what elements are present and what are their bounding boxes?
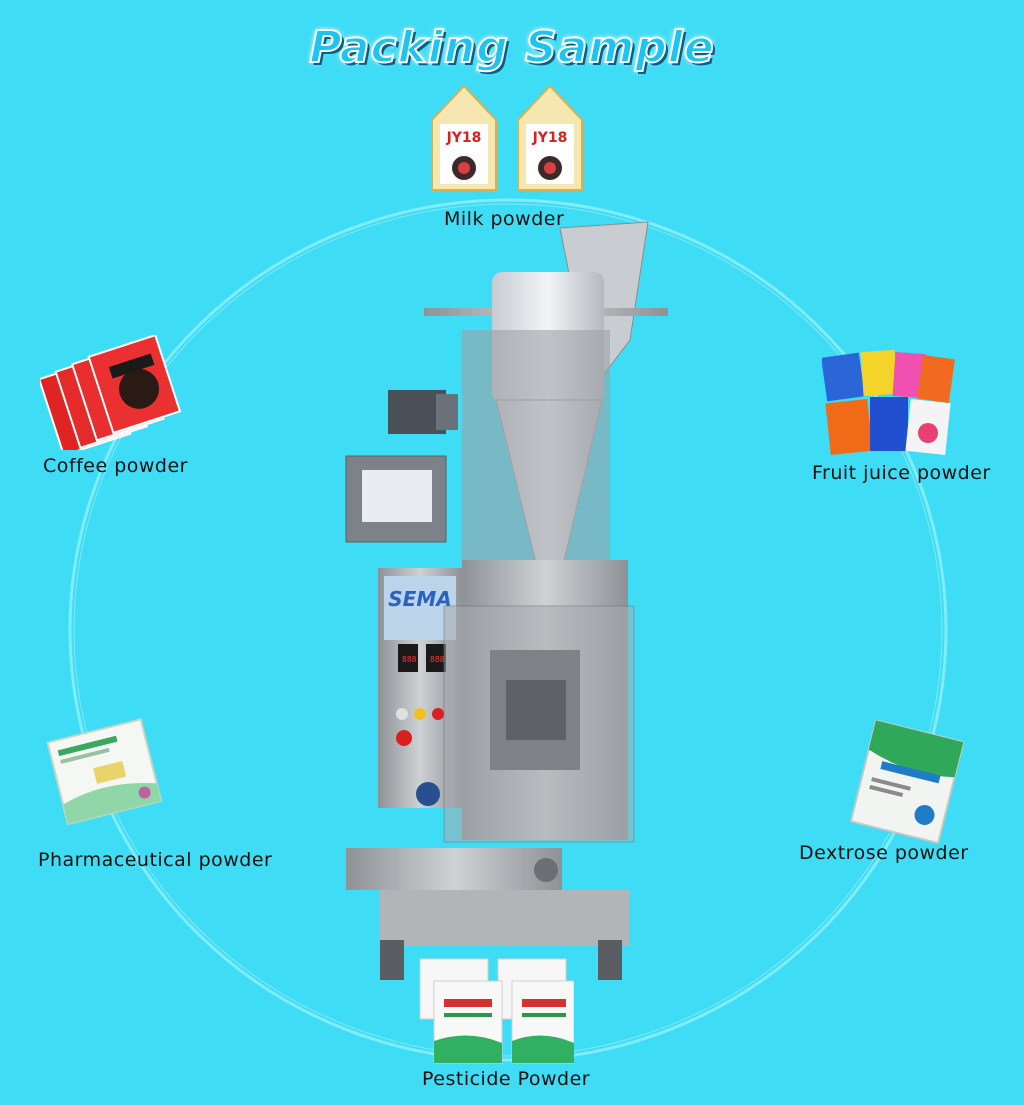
svg-text:JY18: JY18 bbox=[446, 130, 482, 146]
pesticide-powder-packets-image bbox=[419, 958, 574, 1064]
dextrose-powder-label: Dextrose powder bbox=[799, 842, 969, 864]
svg-text:888: 888 bbox=[402, 655, 417, 664]
svg-text:888: 888 bbox=[430, 655, 445, 664]
milk-powder-label: Milk powder bbox=[444, 208, 565, 230]
fruit-juice-powder-label: Fruit juice powder bbox=[812, 462, 991, 484]
pesticide-powder-label: Pesticide Powder bbox=[422, 1068, 591, 1090]
machine-brand-text: SEMA bbox=[388, 587, 451, 611]
coffee-powder-packets-image bbox=[40, 335, 182, 450]
pharmaceutical-powder-packet-image bbox=[46, 718, 163, 825]
pharmaceutical-powder-label: Pharmaceutical powder bbox=[38, 849, 273, 871]
packing-machine-image: SEMA 888 888 bbox=[345, 221, 668, 980]
milk-powder-sachets-image: JY18 JY18 bbox=[431, 84, 583, 191]
dextrose-powder-packet-image bbox=[849, 720, 965, 845]
fruit-juice-powder-packets-image bbox=[822, 349, 955, 456]
page-title: Packing Sample bbox=[308, 21, 715, 74]
svg-text:JY18: JY18 bbox=[532, 130, 568, 146]
coffee-powder-label: Coffee powder bbox=[43, 455, 188, 477]
